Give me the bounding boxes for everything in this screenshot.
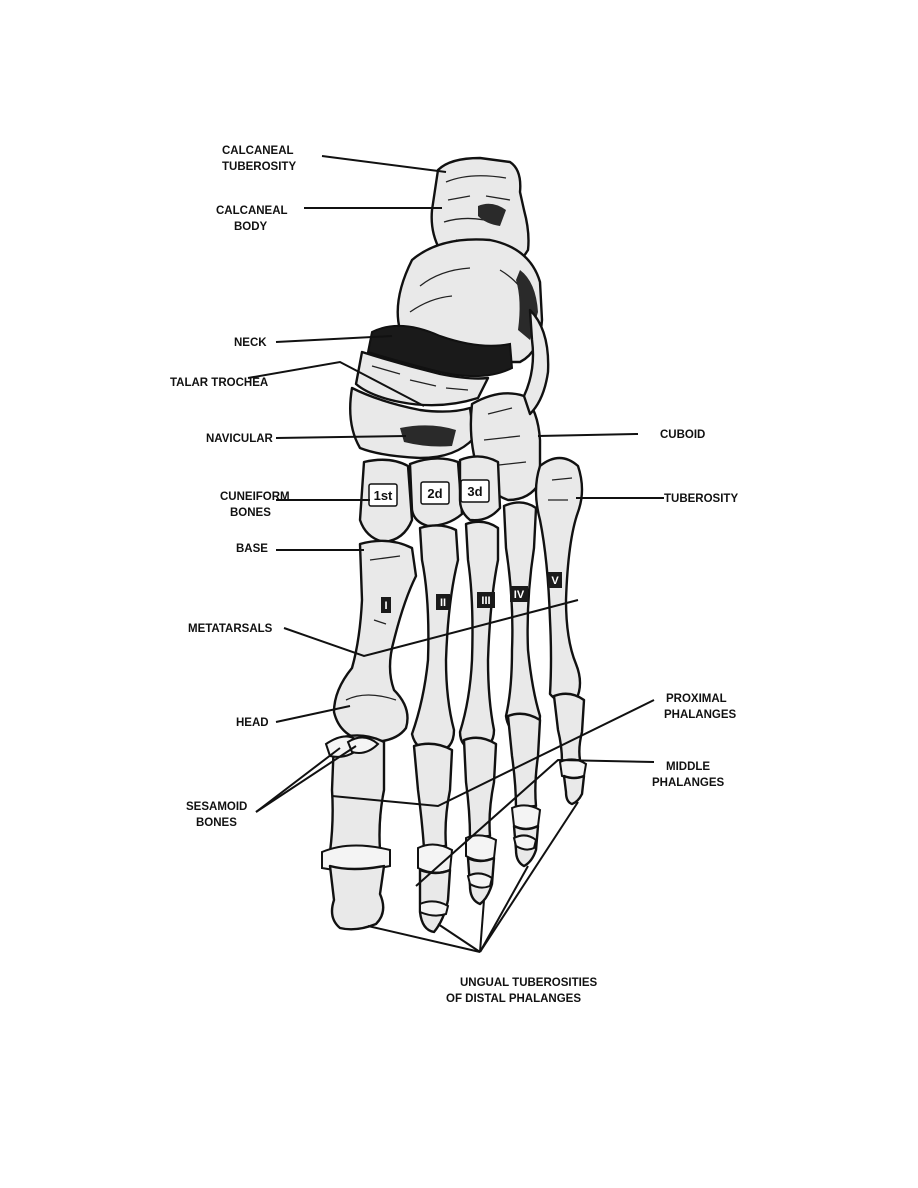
- label-cuneiform-bones: CUNEIFORM BONES: [220, 491, 293, 519]
- toe-2-phalanges: [412, 742, 454, 850]
- toe-5-phalanges: [552, 692, 586, 764]
- metatarsal-numeral-5: V: [551, 575, 559, 587]
- cuneiform-number-2: 2d: [427, 486, 442, 501]
- metatarsal-numeral-4: IV: [514, 589, 525, 601]
- metatarsal-numeral-2: II: [440, 597, 446, 609]
- leader-lines: [247, 155, 664, 953]
- cuneiform-number-1: 1st: [374, 488, 393, 503]
- foot-bones: [321, 156, 588, 934]
- metatarsal-numerals: I II III IV V: [381, 572, 562, 613]
- hallux-proximal-phalanx: [328, 734, 386, 854]
- hallux-distal-phalanx: [328, 864, 386, 931]
- label-ungual-tuberosities: UNGUAL TUBEROSITIES OF DISTAL PHALANGES: [446, 977, 600, 1005]
- metatarsal-numeral-1: I: [384, 600, 387, 612]
- metatarsal-2-bone: [410, 524, 460, 754]
- label-middle-phalanges: MIDDLE PHALANGES: [652, 761, 725, 789]
- label-navicular: NAVICULAR: [206, 433, 274, 445]
- cuneiform-numbers: 1st 2d 3d: [374, 484, 483, 503]
- label-head: HEAD: [236, 717, 269, 729]
- label-proximal-phalanges: PROXIMAL PHALANGES: [664, 693, 737, 721]
- metatarsal-1-bone: [332, 539, 418, 744]
- label-tuberosity: TUBEROSITY: [664, 493, 738, 505]
- toe-3-phalanges: [462, 736, 498, 840]
- talar-trochea-bone: [354, 350, 490, 407]
- label-base: BASE: [236, 543, 268, 555]
- label-metatarsals: METATARSALS: [188, 623, 273, 635]
- cuneiform-number-3: 3d: [467, 484, 482, 499]
- label-sesamoid-bones: SESAMOID BONES: [186, 801, 251, 829]
- talus-neck-shade: [366, 324, 514, 378]
- toe-4-phalanges: [506, 712, 542, 810]
- metatarsal-3-bone: [458, 520, 500, 752]
- label-cuboid: CUBOID: [660, 429, 705, 441]
- label-neck: NECK: [234, 337, 267, 349]
- metatarsal-numeral-3: III: [481, 595, 490, 607]
- label-calcaneal-tuberosity: CALCANEAL TUBEROSITY: [222, 145, 297, 173]
- labels: CALCANEAL TUBEROSITY CALCANEAL BODY NECK…: [170, 145, 738, 1005]
- label-calcaneal-body: CALCANEAL BODY: [216, 205, 291, 233]
- label-talar-trochea: TALAR TROCHEA: [170, 377, 268, 389]
